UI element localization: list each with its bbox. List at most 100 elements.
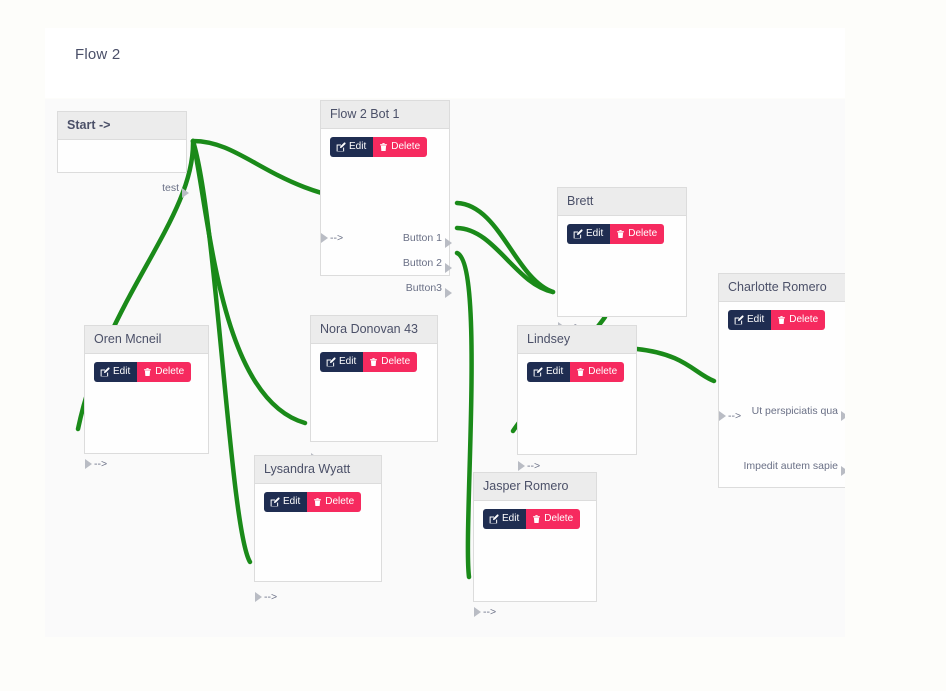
edge-lindsey.out-to-charlotte.in[interactable] bbox=[634, 346, 717, 384]
output-port-label: test bbox=[162, 182, 179, 194]
trash-icon bbox=[144, 368, 152, 376]
delete-button-label: Delete bbox=[325, 496, 355, 507]
delete-button[interactable]: Delete bbox=[570, 362, 625, 382]
port-arrow-icon bbox=[841, 411, 845, 421]
input-port[interactable]: --> bbox=[255, 591, 278, 603]
trash-icon bbox=[370, 358, 378, 366]
node-title: Flow 2 Bot 1 bbox=[321, 101, 449, 129]
edge-layer bbox=[75, 138, 717, 580]
node-title: Start -> bbox=[58, 112, 186, 140]
node-title: Oren Mcneil bbox=[85, 326, 208, 354]
node-actions: Edit Delete bbox=[264, 492, 362, 512]
input-port-label: --> bbox=[728, 410, 742, 422]
delete-button-label: Delete bbox=[381, 356, 411, 367]
edge-flow2bot1.btn1-to-brett.in[interactable] bbox=[454, 200, 556, 295]
edit-button[interactable]: Edit bbox=[330, 137, 374, 157]
input-port-label: --> bbox=[330, 232, 344, 244]
edit-button-label: Edit bbox=[339, 356, 357, 367]
pencil-square-icon bbox=[336, 142, 346, 152]
input-port[interactable]: --> bbox=[719, 410, 742, 422]
delete-button[interactable]: Delete bbox=[610, 224, 665, 244]
input-port-label: --> bbox=[483, 606, 497, 618]
pencil-square-icon bbox=[100, 367, 110, 377]
output-port[interactable]: Button3 bbox=[405, 282, 452, 298]
flow-header-card: Flow 2 bbox=[45, 28, 845, 98]
edit-button[interactable]: Edit bbox=[483, 509, 527, 529]
output-port-label: Button 1 bbox=[402, 232, 442, 244]
pencil-square-icon bbox=[573, 229, 583, 239]
edit-button[interactable]: Edit bbox=[94, 362, 138, 382]
edit-button-label: Edit bbox=[747, 314, 765, 325]
node-body: test bbox=[58, 140, 189, 198]
pencil-square-icon bbox=[326, 357, 336, 367]
port-arrow-icon bbox=[518, 461, 525, 471]
edge-flow2bot1.btn2-to-brett.in[interactable] bbox=[454, 225, 556, 295]
edge-start.test-to-nora.in[interactable] bbox=[190, 138, 308, 426]
edit-button-label: Edit bbox=[586, 228, 604, 239]
delete-button[interactable]: Delete bbox=[307, 492, 362, 512]
delete-button[interactable]: Delete bbox=[363, 352, 418, 372]
input-port-label: --> bbox=[94, 458, 108, 470]
delete-button-label: Delete bbox=[789, 314, 819, 325]
edit-button[interactable]: Edit bbox=[527, 362, 571, 382]
trash-icon bbox=[617, 230, 625, 238]
trash-icon bbox=[577, 368, 585, 376]
edit-button[interactable]: Edit bbox=[264, 492, 308, 512]
edit-button[interactable]: Edit bbox=[728, 310, 772, 330]
port-arrow-icon bbox=[85, 459, 92, 469]
node-title: Lindsey bbox=[518, 326, 636, 354]
port-arrow-icon bbox=[182, 188, 189, 198]
port-arrow-icon bbox=[445, 288, 452, 298]
node-actions: Edit Delete bbox=[527, 362, 625, 382]
edit-button-label: Edit bbox=[546, 366, 564, 377]
delete-button[interactable]: Delete bbox=[526, 509, 581, 529]
edge-start.test-to-lysandra.in[interactable] bbox=[190, 138, 253, 565]
delete-button[interactable]: Delete bbox=[137, 362, 192, 382]
input-port[interactable]: --> bbox=[321, 232, 344, 244]
port-arrow-icon bbox=[841, 466, 845, 476]
edge-flow2bot1.btn3-to-jasper.in[interactable] bbox=[454, 250, 474, 580]
output-port[interactable]: Ut perspiciatis qua bbox=[728, 405, 845, 421]
input-port-label: --> bbox=[527, 460, 541, 472]
node-title: Charlotte Romero bbox=[719, 274, 845, 302]
port-arrow-icon bbox=[445, 238, 452, 248]
port-arrow-icon bbox=[445, 263, 452, 273]
input-port-label: --> bbox=[264, 591, 278, 603]
input-port[interactable]: --> bbox=[85, 458, 108, 470]
node-body: Edit Delete --> bbox=[518, 354, 636, 472]
node-title: Brett bbox=[558, 188, 686, 216]
output-port[interactable]: Button 1 bbox=[402, 232, 452, 248]
port-arrow-icon bbox=[255, 592, 262, 602]
input-port[interactable]: --> bbox=[474, 606, 497, 618]
trash-icon bbox=[380, 143, 388, 151]
edit-button[interactable]: Edit bbox=[320, 352, 364, 372]
output-port-label: Button3 bbox=[405, 282, 442, 294]
input-port[interactable]: --> bbox=[518, 460, 541, 472]
output-port[interactable]: test bbox=[162, 182, 189, 198]
pencil-square-icon bbox=[734, 315, 744, 325]
node-actions: Edit Delete bbox=[567, 224, 665, 244]
output-port[interactable]: Button 2 bbox=[403, 257, 452, 273]
node-start[interactable]: Start -> test bbox=[57, 111, 189, 198]
delete-button[interactable]: Delete bbox=[771, 310, 826, 330]
delete-button[interactable]: Delete bbox=[373, 137, 428, 157]
edit-button[interactable]: Edit bbox=[567, 224, 611, 244]
output-port[interactable]: Impedit autem sapie bbox=[728, 460, 845, 476]
